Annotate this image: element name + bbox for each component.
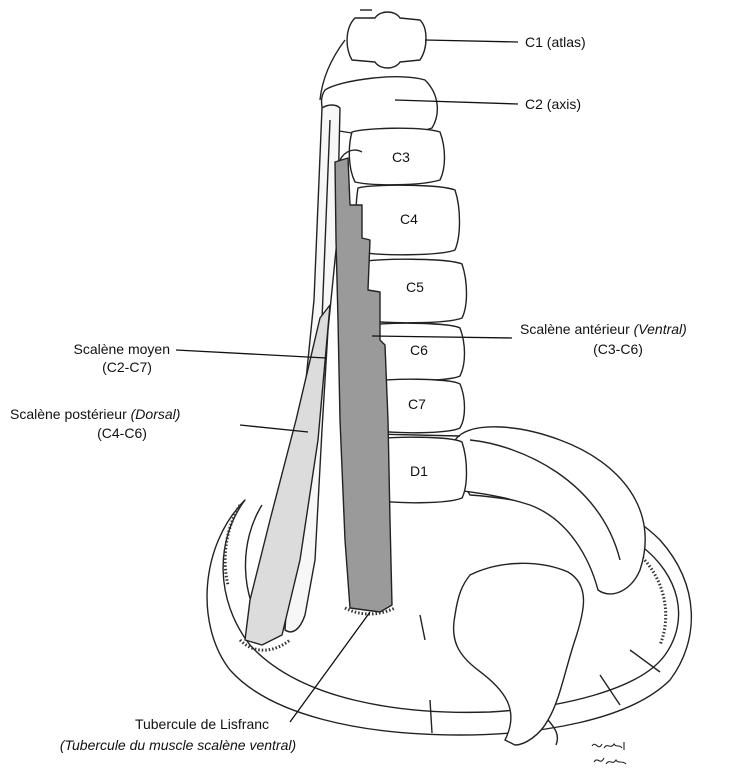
label-scalene-moyen-range: (C2-C7) — [102, 359, 152, 375]
label-tubercle-alt: (Tubercule du muscle scalène ventral) — [60, 737, 296, 753]
label-scalene-anterieur-range: (C3-C6) — [593, 341, 643, 357]
label-scalene-posterieur-range: (C4-C6) — [97, 425, 147, 441]
leader-scalene-moyen — [176, 350, 326, 358]
vertebra-c1 — [347, 12, 426, 68]
label-scalene-posterieur-name: Scalène postérieur — [10, 406, 127, 422]
label-c3: C3 — [392, 149, 410, 165]
label-scalene-posterieur-note: (Dorsal) — [131, 406, 181, 422]
label-c5: C5 — [406, 279, 424, 295]
label-c1: C1 (atlas) — [525, 34, 586, 50]
label-scalene-anterieur-name: Scalène antérieur — [520, 321, 630, 337]
leader-c1 — [425, 40, 518, 42]
artist-signature — [592, 742, 626, 764]
label-scalene-anterieur-note: (Ventral) — [634, 321, 687, 337]
label-scalene-anterieur: Scalène antérieur (Ventral) — [520, 321, 687, 337]
label-d1: D1 — [410, 463, 428, 479]
label-c7: C7 — [408, 396, 426, 412]
label-scalene-moyen: Scalène moyen — [73, 341, 170, 357]
label-tubercle: Tubercule de Lisfranc — [135, 716, 269, 732]
rib-rough-edge — [640, 555, 666, 645]
label-c4: C4 — [400, 211, 418, 227]
label-c6: C6 — [410, 342, 428, 358]
label-scalene-posterieur: Scalène postérieur (Dorsal) — [10, 406, 180, 422]
label-c2: C2 (axis) — [525, 96, 581, 112]
